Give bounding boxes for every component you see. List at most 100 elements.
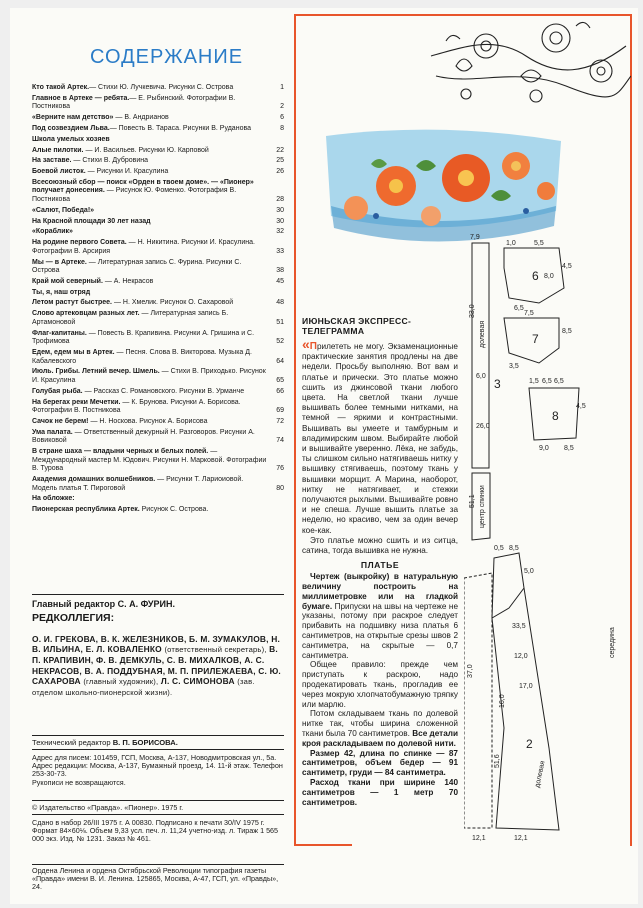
dim-3-height: 33,0: [469, 304, 476, 318]
toc-entry-credits: — Международный мастер М. Юдович. Рисунк…: [32, 448, 267, 473]
toc-entry-credits: — А. Некрасов: [102, 277, 154, 285]
magazine-page: СОДЕРЖАНИЕ Кто такой Артек.— Стихи Ю. Лу…: [10, 8, 638, 904]
toc-page-number: 28: [276, 196, 284, 204]
dim-m11: 6,5: [542, 378, 552, 385]
tech-editor-name: В. П. БОРИСОВА.: [112, 738, 178, 747]
dress-p4: Размер 42, длина по спинке — 87 сантимет…: [302, 748, 458, 778]
board-note-1: (ответственный секретарь),: [164, 645, 267, 655]
toc-page-number: 69: [276, 407, 284, 415]
toc-entry: Мы — в Артеке. — Литературная запись С. …: [32, 259, 284, 276]
printing-house: Ордена Ленина и ордена Октябрьской Револ…: [32, 864, 284, 892]
dress-section: ПЛАТЬЕ Чертеж (выкройку) в натуральную в…: [302, 560, 458, 807]
toc-page-number: 2: [280, 103, 284, 111]
toc-entry-title: Академия домашних волшебников.: [32, 476, 156, 484]
opening-quote: «: [302, 336, 310, 352]
dim-p2b: 8,5: [509, 545, 519, 552]
toc-entry-title: Алые пилотки.: [32, 146, 84, 154]
toc-entry-title: «Верните нам детство»: [32, 114, 114, 122]
floral-embroidery-illustration: [430, 21, 631, 103]
toc-entry: Летом растут быстрее. — Н. Хмелик. Рисун…: [32, 299, 284, 308]
copyright: © Издательство «Правда». «Пионер». 1975 …: [32, 800, 284, 815]
toc-entry-credits: Рисунок С. Острова.: [139, 506, 209, 514]
board-names-1: О. И. ГРЕКОВА, В. К. ЖЕЛЕЗНИКОВ, Б. М. З…: [32, 634, 280, 655]
toc-entry-credits: — Литературная запись Б. Артамоновой: [32, 310, 229, 326]
toc-page-number: 8: [280, 124, 284, 132]
frame-bottom-rule: [294, 844, 352, 846]
dim-m14: 8,5: [564, 445, 574, 452]
tech-editor-label: Технический редактор: [32, 738, 111, 747]
toc-page-number: 74: [276, 437, 284, 445]
piece-3-number: 3: [494, 377, 501, 391]
label-3-grain: долевая: [479, 321, 486, 348]
dim-p2k: 37,0: [467, 664, 474, 678]
toc-entry-title: «Кораблик»: [32, 228, 73, 236]
toc-entry-title: В стране шаха — владыни черных и белых п…: [32, 448, 209, 456]
dress-p1: Припуски на швы на чертеже не указаны, п…: [302, 601, 458, 660]
toc-entry-title: На берегах реки Мечетки.: [32, 398, 121, 406]
telegram-body: «Прилететь не могу. Экзаменационные прак…: [302, 337, 458, 556]
toc-entry-credits: — Повесть В. Крапивина. Рисунки А. Гриши…: [32, 329, 255, 346]
dress-heading: ПЛАТЬЕ: [360, 560, 400, 571]
dim-m4: 4,5: [562, 263, 572, 270]
drop-cap: П: [309, 341, 317, 352]
dim-p2d: 16,0: [499, 694, 506, 708]
toc-entry-title: Главное в Артеке — ребята.: [32, 94, 130, 102]
toc-page-number: 22: [276, 146, 284, 154]
dim-p2i: 12,0: [514, 653, 528, 660]
toc-entry-title: Ты, я, наш отряд: [32, 288, 91, 296]
dim-p2g: 12,1: [514, 835, 528, 842]
toc-entry: Кто такой Артек.— Стихи Ю. Лучкевича. Ри…: [32, 84, 284, 93]
toc-page-number: 64: [276, 357, 284, 365]
dim-p2e: 51,6: [494, 754, 501, 768]
toc-entry-title: Всесоюзный сбор — поиск «Орден в твоем д…: [32, 178, 254, 195]
toc-entry-title: Кто такой Артек.: [32, 84, 90, 91]
toc-entry-credits: — Рисунки Т. Лариоиовой. Модель платья Т…: [32, 476, 244, 492]
toc-entry-credits: — Стихи Ю. Лучкевича. Рисунки С. Острова: [89, 84, 234, 91]
dim-3-width: 7,9: [470, 234, 480, 241]
board-names-2: В. П. КРАПИВИН, Ф. В. ДЕМКУЛЬ, С. В. МИХ…: [32, 644, 281, 686]
dim-m7: 8,5: [562, 328, 572, 335]
dim-m8: 3,5: [509, 363, 519, 370]
toc-entry: Алые пилотки. — И. Васильев. Рисунки Ю. …: [32, 147, 284, 156]
toc-entry: Под созвездием Льва.— Повесть В. Тараса.…: [32, 125, 284, 134]
toc-page-number: 30: [276, 217, 284, 225]
toc-entry-title: Под созвездием Льва.: [32, 124, 110, 132]
toc-entry-credits: — Рассказ С. Романовского. Рисунки В. Ур…: [82, 387, 245, 395]
dress-p5: Расход ткани при ширине 140 сантиметров …: [302, 778, 458, 807]
toc-page-number: 52: [276, 338, 284, 346]
toc-page-number: 25: [276, 157, 284, 165]
toc-entry: Июль. Грибы. Летний вечер. Шмель. — Стих…: [32, 368, 284, 385]
dress-p3: Потом складываем ткань по долевой нитке …: [302, 709, 458, 739]
toc-page-number: 51: [276, 318, 284, 326]
toc-entry-title: Флаг-капитаны.: [32, 329, 87, 337]
toc-entry-credits: — Стихи В. Дубровина: [71, 157, 149, 165]
toc-entry-title: Голубая рыба.: [32, 387, 83, 395]
dim-m10: 4,5: [576, 403, 586, 410]
toc-page-number: 45: [276, 277, 284, 285]
toc-entry-title: Мы — в Артеке.: [32, 258, 87, 266]
toc-entry-title: Едем, едем мы в Артек.: [32, 349, 115, 356]
board-names-3: Л. С. СИМОНОВА: [160, 675, 235, 686]
board-note-2: (главный художник),: [83, 676, 159, 686]
dim-m9: 1,5: [529, 378, 539, 385]
toc-entry: Главное в Артеке — ребята.— Е. Рыбинский…: [32, 95, 284, 112]
toc-entry: Ума палата. — Ответственный дежурный Н. …: [32, 429, 284, 446]
dress-p3b: Все детали кроя раскладываем по долевой …: [302, 729, 458, 748]
toc-entry: «Салют, Победа!»30: [32, 207, 284, 216]
label-2-grain: долевая: [534, 760, 547, 788]
piece-7-number: 7: [532, 332, 539, 346]
editorial-board: О. И. ГРЕКОВА, В. К. ЖЕЛЕЗНИКОВ, Б. М. З…: [32, 634, 284, 698]
toc-entry-title: На родине первого Совета.: [32, 239, 127, 247]
toc-page-number: 80: [276, 484, 284, 492]
dress-body: Чертеж (выкройку) в натуральную величину…: [302, 572, 458, 807]
dim-m6: 7,5: [524, 310, 534, 317]
piece-6-number: 6: [532, 269, 539, 283]
toc-entry-credits: — Н. Хмелик. Рисунок О. Сахаровой: [112, 299, 234, 307]
dim-p2f: 12,1: [472, 835, 486, 842]
telegram-text-2: Это платье можно сшить и из ситца, сатин…: [302, 535, 458, 556]
toc-entry: Голубая рыба. — Рассказ С. Романовского.…: [32, 388, 284, 397]
telegram-article: ИЮНЬСКАЯ ЭКСПРЕСС-ТЕЛЕГРАММА «Прилететь …: [302, 316, 458, 807]
